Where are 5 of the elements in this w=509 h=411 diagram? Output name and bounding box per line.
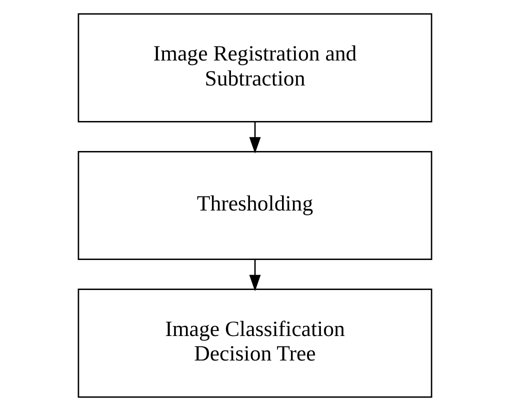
arrow [248,259,260,292]
node-box: Thresholding [77,150,432,260]
arrow [248,122,260,154]
node-box: Image Registration and Subtraction [77,13,432,122]
node-box: Image Classification Decision Tree [77,288,432,398]
